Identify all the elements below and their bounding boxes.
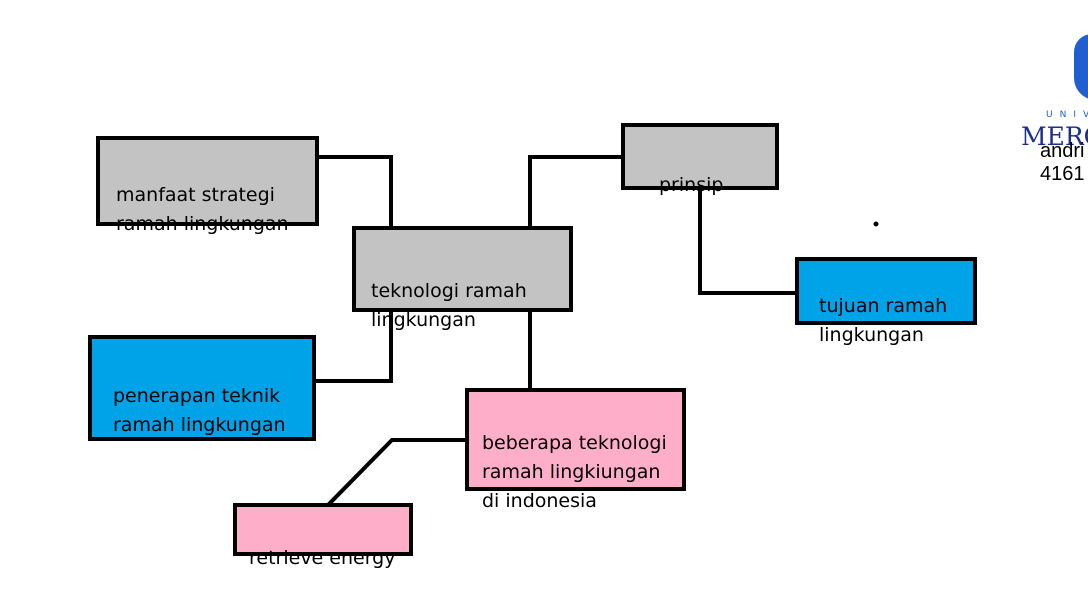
node-label: beberapa teknologi ramah lingkiungan di … xyxy=(482,432,667,512)
edge-prinsip-tujuan xyxy=(698,188,797,295)
node-beberapa-teknologi: beberapa teknologi ramah lingkiungan di … xyxy=(465,388,686,512)
node-penerapan-teknik: penerapan teknik ramah lingkungan xyxy=(88,335,316,441)
node-label: prinsip xyxy=(659,174,724,196)
author-id: 4161 xyxy=(1040,163,1085,185)
node-retrieve-energy: retrieve energy xyxy=(233,503,413,569)
node-teknologi-ramah-lingkungan: teknologi ramah lingkungan xyxy=(352,226,573,331)
edge-teknologi-penerapan xyxy=(314,310,393,383)
node-label: tujuan ramah lingkungan xyxy=(819,295,948,346)
node-tujuan-ramah-lingkungan: tujuan ramah lingkungan xyxy=(795,257,977,346)
author-name: andri xyxy=(1040,140,1085,162)
node-label: penerapan teknik ramah lingkungan xyxy=(113,385,286,436)
node-label: manfaat strategi ramah lingkungan xyxy=(116,184,289,235)
logo-brand-text: MERCU xyxy=(1021,122,1088,151)
edge-teknologi-prinsip xyxy=(528,155,623,228)
node-label: teknologi ramah lingkungan xyxy=(371,280,527,331)
node-manfaat-strategi: manfaat strategi ramah lingkungan xyxy=(96,136,319,235)
node-label: retrieve energy xyxy=(249,547,396,569)
node-prinsip: prinsip xyxy=(621,123,779,196)
connector-layer xyxy=(314,155,879,506)
edge-teknologi-manfaat xyxy=(317,155,393,228)
stray-dot xyxy=(873,221,879,227)
logo-univ-text: UNIV xyxy=(1046,110,1088,120)
university-logo-icon xyxy=(1074,34,1088,100)
edge-beberapa-retrieve xyxy=(327,438,467,506)
